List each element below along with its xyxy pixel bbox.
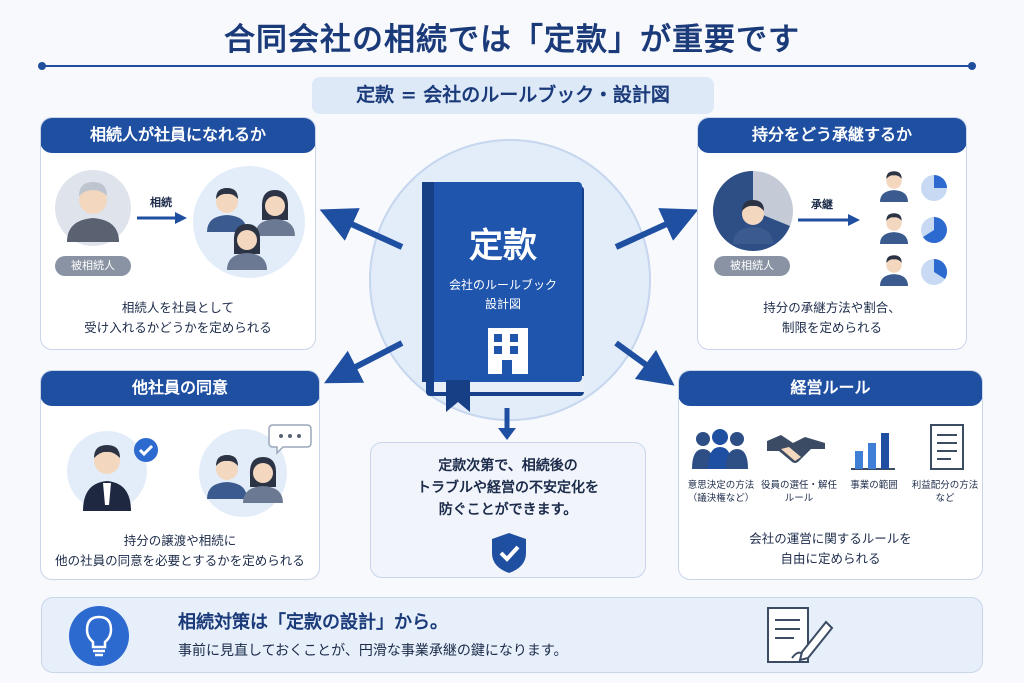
- building-icon: [488, 328, 528, 374]
- card-share-tag: 被相続人: [714, 256, 790, 276]
- page-title: 合同会社の相続では「定款」が重要です: [224, 22, 800, 58]
- center-note-line-2: トラブルや経営の不安定化を: [417, 480, 599, 496]
- book-icon: [422, 182, 584, 412]
- bar-chart-icon: [851, 433, 895, 470]
- shield-check-icon: [492, 533, 526, 573]
- subtitle-banner: 定款 = 会社のルールブック・設計図: [312, 77, 714, 114]
- card-consent-title: 他社員の同意: [41, 371, 319, 406]
- pen-document-icon: [767, 607, 834, 663]
- card-rules-title: 経営ルール: [679, 371, 982, 406]
- family-icon: [193, 166, 305, 278]
- document-icon: [930, 424, 964, 470]
- card-heir: 相続人が社員になれるか 被相続人 相続 相続人を社員として 受け入れるかどうかを…: [40, 117, 316, 350]
- approving-person-icon: [67, 431, 147, 511]
- center-note-line-1: 定款次第で、相続後の: [438, 458, 578, 474]
- rule-item-4-line-2: など: [935, 493, 955, 504]
- pie-chart-icon: [712, 170, 793, 251]
- rule-item-4-line-1: 利益配分の方法: [911, 480, 979, 491]
- connector-arrows: [319, 208, 699, 386]
- card-share-arrow-label: 承継: [811, 198, 833, 211]
- rule-item-1-line-1: 意思決定の方法: [687, 480, 755, 491]
- card-consent: 他社員の同意 持分の譲渡や相続に 他の社員の同意を必要とするかを定められる: [40, 370, 320, 580]
- title-divider: [38, 62, 976, 70]
- card-heir-title: 相続人が社員になれるか: [41, 118, 315, 153]
- rule-item-1-line-2: （議決権など）: [687, 493, 755, 504]
- speech-bubble-icon: [268, 424, 312, 455]
- card-consent-text-2: 他の社員の同意を必要とするかを定められる: [55, 553, 305, 568]
- rule-item-2-line-1: 役員の選任・解任: [760, 480, 837, 491]
- center-note-line-3: 防ぐことができます。: [438, 502, 578, 518]
- bottom-description: 事前に見直しておくことが、円滑な事業承継の鍵になります。: [178, 643, 568, 659]
- rule-item-3-line-1: 事業の範囲: [850, 480, 898, 491]
- center-note-card: 定款次第で、相続後の トラブルや経営の不安定化を 防ぐことができます。: [370, 442, 646, 578]
- bottom-banner: 相続対策は「定款の設計」から。 事前に見直しておくことが、円滑な事業承継の鍵にな…: [41, 597, 983, 673]
- team-icon: [692, 429, 748, 469]
- card-heir-text-1: 相続人を社員として: [121, 300, 235, 315]
- rule-item-2-line-2: ルール: [784, 493, 814, 504]
- card-rules-text-1: 会社の運営に関するルールを: [749, 531, 912, 546]
- book-title: 定款: [469, 226, 537, 266]
- elder-person-icon: [55, 170, 131, 246]
- card-rules: 経営ルール 意思決定の方法 （議決権など） 役員の選任・解任 ルール 事業の範囲…: [678, 370, 983, 580]
- card-heir-arrow-label: 相続: [150, 196, 172, 209]
- other-members-icon: [199, 424, 312, 517]
- card-rules-text-2: 自由に定められる: [780, 551, 881, 566]
- book-subtitle-2: 設計図: [484, 297, 521, 311]
- card-share-text-1: 持分の承継方法や割合、: [763, 300, 901, 315]
- book-subtitle-1: 会社のルールブック: [448, 278, 557, 292]
- checkmark-icon: [134, 438, 158, 462]
- card-consent-text-1: 持分の譲渡や相続に: [123, 533, 237, 548]
- card-share: 持分をどう承継するか 被相続人 承継 持分の承継方法や割合、 制限を定められる: [697, 117, 967, 350]
- succession-arrow-icon: [798, 214, 860, 226]
- card-heir-text-2: 受け入れるかどうかを定められる: [84, 320, 272, 335]
- lightbulb-icon: [69, 606, 129, 666]
- card-heir-tag: 被相続人: [55, 256, 131, 276]
- handshake-icon: [767, 435, 825, 463]
- bottom-headline: 相続対策は「定款の設計」から。: [178, 612, 448, 633]
- card-share-text-2: 制限を定められる: [781, 320, 882, 335]
- inherit-arrow-icon: [137, 212, 187, 224]
- heirs-share-icon: [880, 171, 948, 286]
- card-share-title: 持分をどう承継するか: [698, 118, 966, 153]
- down-arrow: [498, 408, 516, 440]
